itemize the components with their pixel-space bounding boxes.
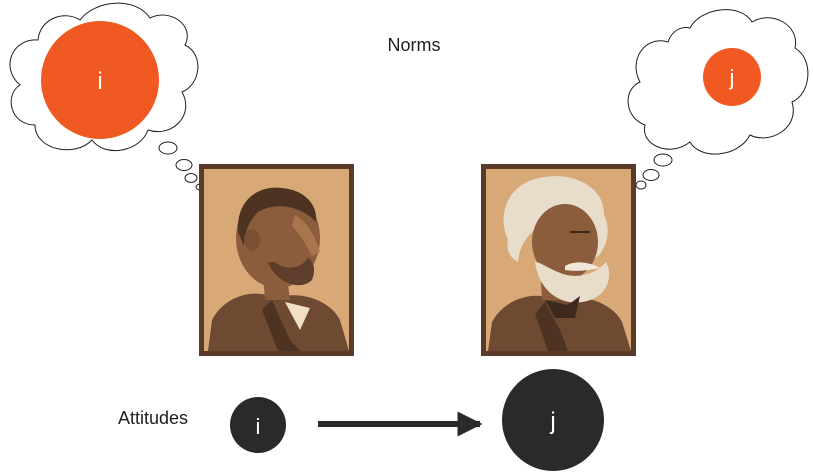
norm-circle-j-label: j [729, 65, 735, 90]
attitude-circle-j-label: j [549, 408, 555, 435]
portrait-left [199, 164, 354, 356]
attitude-circle-i [230, 397, 286, 453]
norm-circle-i-label: i [97, 68, 102, 95]
attitude-circle-i-label: i [256, 414, 261, 439]
norms-label: Norms [388, 35, 441, 55]
norm-circle-i [41, 21, 159, 139]
portrait-right [481, 164, 636, 356]
norm-circle-j [703, 48, 761, 106]
attitude-circle-j [502, 369, 604, 471]
attitudes-label: Attitudes [118, 408, 188, 428]
